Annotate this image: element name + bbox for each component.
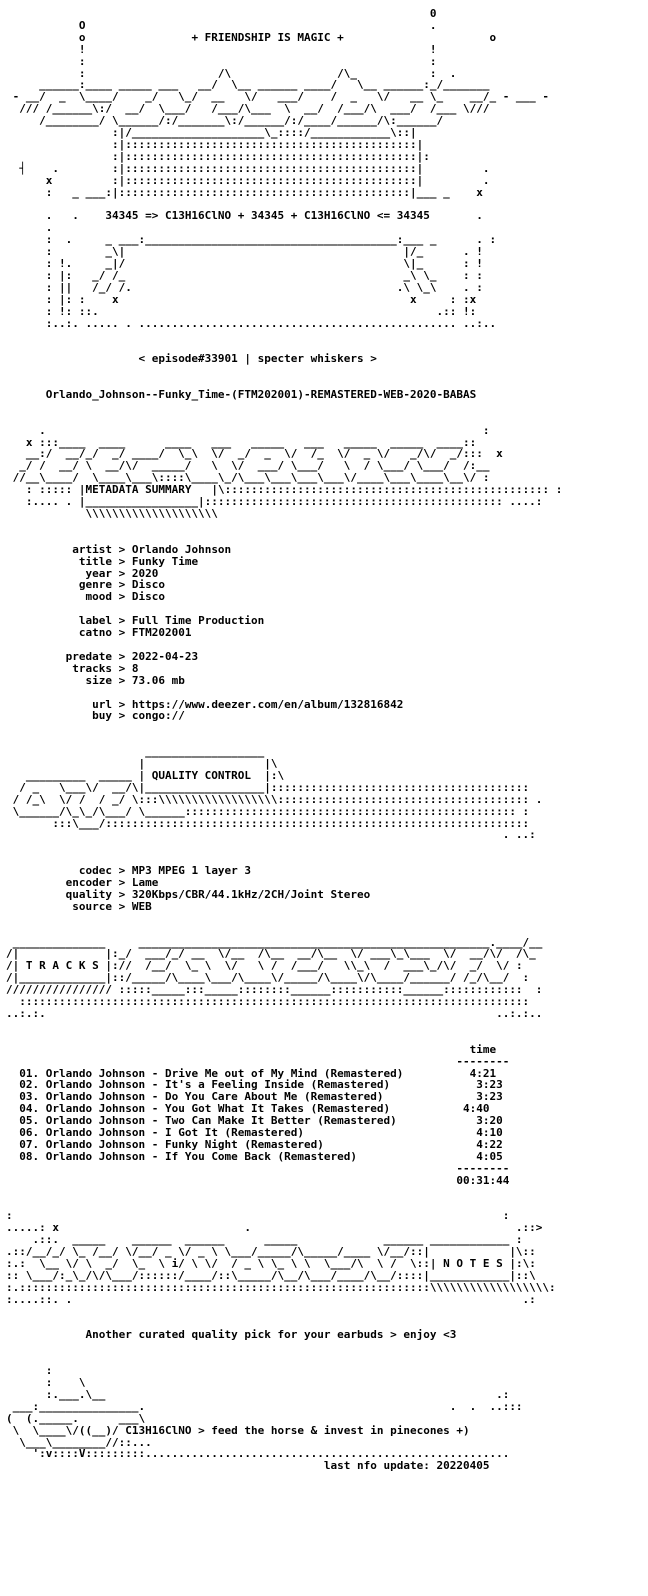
track-title: Orlando Johnson - It's a Feeling Inside … (45, 1078, 391, 1092)
meta-tracks: 8 (131, 661, 139, 675)
q-quality: 320Kbps/CBR/44.1kHz/2CH/Joint Stereo (131, 887, 371, 901)
track-row: 07. Orlando Johnson - Funky Night (Remas… (6, 1139, 562, 1151)
meta-mood: Disco (131, 590, 165, 604)
episode-line: < episode#33901 | specter whiskers > (138, 352, 377, 366)
track-number: 04. (19, 1102, 40, 1116)
track-time: 4:22 (476, 1137, 503, 1151)
metadata-block: artist > Orlando Johnson title > Funky T… (6, 542, 404, 723)
meta-label: Full Time Production (131, 614, 265, 628)
quality-section-title: QUALITY CONTROL (151, 768, 252, 782)
meta-buy: congo:// (131, 709, 185, 723)
track-time: 4:05 (476, 1149, 503, 1163)
track-time: 3:20 (476, 1114, 503, 1128)
track-title: Orlando Johnson - Two Can Make It Better… (45, 1114, 397, 1128)
track-row: 06. Orlando Johnson - I Got It (Remaster… (6, 1127, 562, 1139)
track-row: 08. Orlando Johnson - If You Come Back (… (6, 1149, 562, 1163)
track-time: 3:23 (476, 1078, 503, 1092)
meta-size: 73.06 mb (131, 673, 185, 687)
meta-title: Funky Time (131, 554, 199, 568)
meta-year: 2020 (131, 566, 159, 580)
notes-section-title: N O T E S (443, 1257, 503, 1271)
tracks-section-title: T R A C K S (25, 959, 99, 973)
track-title: Orlando Johnson - I Got It (Remastered) (45, 1126, 305, 1140)
footer-horse-ascii-art: : : \ :.___.\__ .: ___:_______________. … (6, 1364, 523, 1461)
track-title: Orlando Johnson - Funky Night (Remastere… (45, 1137, 324, 1151)
formula-line: 34345 => C13H16ClNO + 34345 + C13H16ClNO… (105, 209, 430, 223)
q-encoder: Lame (131, 876, 159, 890)
friendship-banner: + FRIENDSHIP IS MAGIC + (191, 30, 344, 44)
track-number: 02. (19, 1078, 40, 1092)
nfo-document: 0 O . o + FRIENDSHIP IS MAGIC + o ! (6, 7, 563, 1473)
meta-url: https://www.deezer.com/en/album/13281684… (131, 697, 404, 711)
track-number: 08. (19, 1149, 40, 1163)
track-number: 03. (19, 1090, 40, 1104)
q-source: WEB (131, 899, 152, 913)
meta-genre: Disco (131, 578, 165, 592)
quality-header-ascii-art: __________________ | |\ _________ _____ … (12, 745, 543, 842)
track-title: Orlando Johnson - Drive Me out of My Min… (45, 1066, 404, 1080)
track-title: Orlando Johnson - If You Come Back (Rema… (45, 1149, 358, 1163)
metadata-header-ascii-art: . : x :::____ ____ ____ ___ _____ ___ __… (12, 423, 563, 521)
track-number: 06. (19, 1126, 40, 1140)
last-update: last nfo update: 20220405 (323, 1459, 490, 1473)
horse-line: C13H16ClNO > feed the horse & invest in … (125, 1423, 470, 1437)
metadata-section-title: METADATA SUMMARY (85, 483, 192, 497)
track-time: 3:23 (476, 1090, 503, 1104)
track-number: 05. (19, 1114, 40, 1128)
track-row: 04. Orlando Johnson - You Got What It Ta… (6, 1103, 562, 1115)
top-logo-ascii-art: 0 O . o + FRIENDSHIP IS MAGIC + o ! (12, 7, 550, 330)
track-time: 4:10 (476, 1126, 503, 1140)
total-time: 00:31:44 (456, 1173, 510, 1187)
track-number: 01. (19, 1066, 40, 1080)
meta-predate: 2022-04-23 (131, 649, 199, 663)
release-name: Orlando_Johnson--Funky_Time-(FTM202001)-… (45, 387, 477, 401)
track-number: 07. (19, 1137, 40, 1151)
quality-block: codec > MP3 MPEG 1 layer 3 encoder > Lam… (6, 864, 371, 913)
track-row: 01. Orlando Johnson - Drive Me out of My… (6, 1066, 562, 1080)
track-time: 4:21 (469, 1066, 497, 1080)
track-time: 4:40 (462, 1102, 490, 1116)
tracklist: 01. Orlando Johnson - Drive Me out of My… (6, 1066, 562, 1163)
notes-text: Another curated quality pick for your ea… (85, 1328, 457, 1342)
notes-header-ascii-art: : : .....: x . .::> .::. _____ ______ __… (6, 1209, 556, 1306)
meta-catno: FTM202001 (131, 626, 192, 640)
track-title: Orlando Johnson - You Got What It Takes … (45, 1102, 391, 1116)
track-title: Orlando Johnson - Do You Care About Me (… (45, 1090, 384, 1104)
tracks-header-ascii-art: ______________ _________________________… (6, 935, 543, 1021)
q-codec: MP3 MPEG 1 layer 3 (131, 864, 252, 878)
track-row: 05. Orlando Johnson - Two Can Make It Be… (6, 1115, 562, 1127)
time-column-header: time (469, 1042, 497, 1056)
track-row: 03. Orlando Johnson - Do You Care About … (6, 1091, 562, 1103)
track-row: 02. Orlando Johnson - It's a Feeling Ins… (6, 1079, 562, 1091)
meta-artist: Orlando Johnson (131, 542, 232, 556)
